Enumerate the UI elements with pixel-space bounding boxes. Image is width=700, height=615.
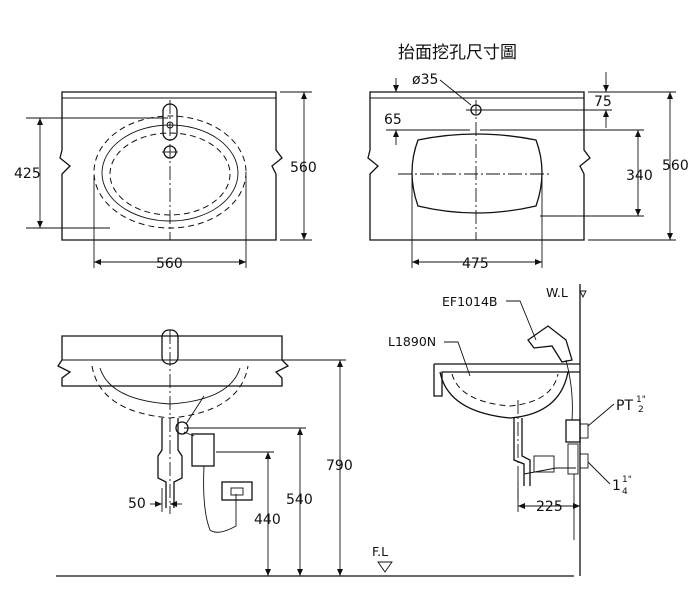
floor-level-marker <box>377 561 393 573</box>
faucet-sensor <box>166 121 174 129</box>
cutout-title: 抬面挖孔尺寸圖 <box>398 43 517 63</box>
drain-trap <box>157 418 183 508</box>
dim-540: 540 <box>286 492 313 508</box>
dim-340: 340 <box>626 168 653 184</box>
supply-size-den: 2 <box>638 405 644 415</box>
dim-440: 440 <box>254 512 281 528</box>
dim-790: 790 <box>326 458 353 474</box>
drain-size-label: 1 <box>612 478 621 494</box>
cutout-outline <box>411 133 543 214</box>
dim-475: 475 <box>462 256 489 272</box>
top-view: 425 560 560 <box>14 91 317 272</box>
floor-level-label: F.L <box>372 544 388 559</box>
dim-560-cutout-height: 560 <box>662 158 689 174</box>
faucet-front <box>161 329 179 365</box>
wall-level-label: W.L <box>546 285 568 300</box>
elevation-counter <box>57 335 290 387</box>
supply-valve <box>565 419 581 443</box>
dim-425: 425 <box>14 166 41 182</box>
dim-50: 50 <box>128 496 146 512</box>
faucet-side <box>527 325 573 363</box>
drain-size-num: 1" <box>622 475 632 485</box>
dim-hole-dia: ø35 <box>412 72 438 88</box>
dim-225: 225 <box>536 499 563 515</box>
supply-thread-label: PT <box>616 398 633 414</box>
cutout-view: ø35 75 65 340 560 475 <box>367 72 689 272</box>
supply-size-num: 1" <box>636 395 646 405</box>
side-basin <box>439 371 569 419</box>
control-cable <box>203 465 237 533</box>
faucet-top <box>162 103 178 141</box>
dim-560-height: 560 <box>290 160 317 176</box>
side-drain <box>513 418 531 486</box>
drain-size-den: 4 <box>622 487 628 497</box>
faucet-model-label: EF1014B <box>442 294 497 309</box>
side-counter <box>433 363 580 397</box>
top-view-counter <box>59 91 283 241</box>
side-view: W.L EF1014B L1890N PT 1" 2 1 1" 4 <box>388 284 646 576</box>
dim-65: 65 <box>384 112 402 128</box>
cutout-view-counter <box>367 91 591 241</box>
dim-560-width: 560 <box>156 256 183 272</box>
power-socket <box>221 481 253 501</box>
basin-model-label: L1890N <box>388 334 436 349</box>
dim-75: 75 <box>594 94 612 110</box>
front-elevation: 50 440 540 790 F.L <box>56 329 574 577</box>
bowl-inner-outline <box>109 132 231 216</box>
control-box <box>191 433 215 467</box>
